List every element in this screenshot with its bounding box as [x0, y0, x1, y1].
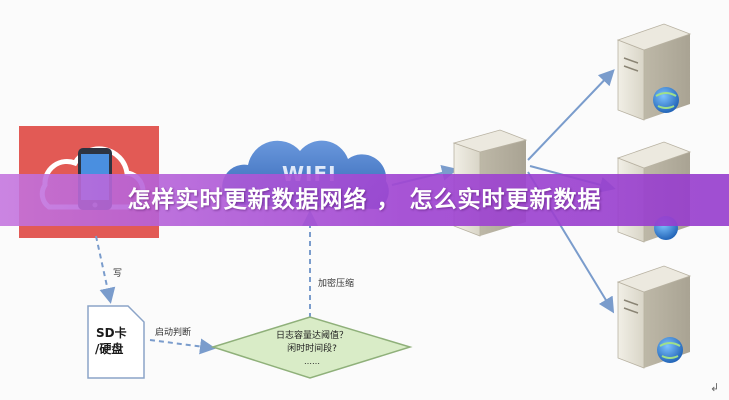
globe-icon [653, 87, 679, 113]
decision-line1: 日志容量达阈值？ [275, 331, 348, 341]
edge-to-server-top [527, 69, 615, 161]
server-bottom [616, 265, 692, 369]
edge-label-encrypt-compress: 加密压缩 [318, 279, 355, 289]
globe-icon [657, 337, 683, 363]
corner-return-mark: ↲ [710, 381, 720, 394]
edge-phone-to-sd [95, 235, 116, 304]
edge-sd-to-decision [149, 338, 216, 355]
decision-line3: …… [304, 357, 320, 366]
server-top [616, 23, 692, 121]
edge-label-start-judge: 启动判断 [155, 328, 192, 338]
storage-label-line2: /硬盘 [95, 342, 124, 356]
storage-label-line1: SD卡 [96, 326, 127, 340]
title-banner [0, 174, 729, 226]
edge-label-write: 写 [113, 269, 123, 279]
banner-title: 怎样实时更新数据网络 ， 怎么实时更新数据 [127, 187, 602, 213]
decision-diamond [210, 316, 413, 379]
sd-card-icon [87, 305, 145, 379]
decision-line2: 闲时时间段? [287, 344, 337, 354]
